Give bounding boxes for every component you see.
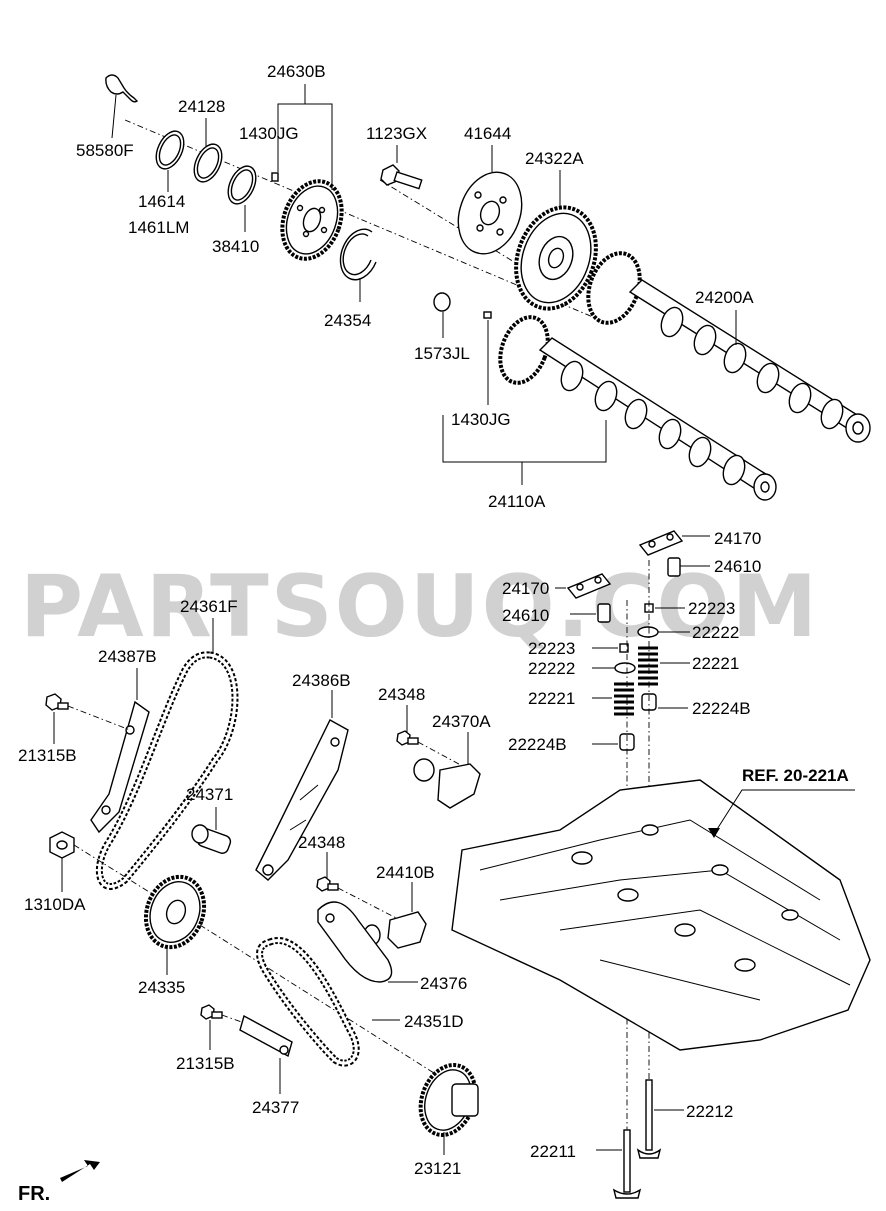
label-24348-b: 24348 [298, 833, 345, 852]
label-24170-b: 24170 [502, 579, 549, 598]
label-14614: 14614 [138, 192, 185, 211]
label-24351d: 24351D [404, 1012, 464, 1031]
label-23121: 23121 [414, 1159, 461, 1178]
label-22222-a: 22222 [692, 623, 739, 642]
label-24610-b: 24610 [502, 606, 549, 625]
label-38410: 38410 [212, 237, 259, 256]
pin-1430jg-top [271, 172, 279, 182]
label-22212: 22212 [686, 1102, 733, 1121]
label-1461lm: 1461LM [128, 218, 189, 237]
label-24610-a: 24610 [714, 557, 761, 576]
sprocket-24335 [143, 874, 207, 950]
retainer-22222-b [614, 662, 636, 674]
label-1430jg-mid: 1430JG [451, 410, 511, 429]
front-label: FR. [18, 1183, 50, 1205]
keeper-22223-b [619, 643, 629, 653]
bolt-24348-a [396, 730, 419, 746]
label-1573jl: 1573JL [414, 344, 470, 363]
label-21315b-a: 21315B [18, 746, 77, 765]
label-24128: 24128 [178, 97, 225, 116]
label-24377: 24377 [252, 1098, 299, 1117]
ring-38410 [227, 165, 257, 205]
cylinder-head [451, 779, 871, 1051]
pin-1430jg-mid [483, 311, 492, 319]
tensioner-24370a [413, 758, 481, 809]
label-22222-b: 22222 [528, 659, 575, 678]
plate-41644 [457, 171, 523, 255]
label-21315b-b: 21315B [176, 1054, 235, 1073]
valve-spring-22221-a [638, 646, 658, 686]
camshaft-24110a [498, 315, 777, 501]
clip-58580f [105, 74, 139, 103]
label-22224b-b: 22224B [508, 735, 567, 754]
label-22221-a: 22221 [692, 654, 739, 673]
label-1430jg-top: 1430JG [239, 124, 299, 143]
label-24322a: 24322A [525, 149, 584, 168]
label-22221-b: 22221 [528, 689, 575, 708]
label-1310da: 1310DA [24, 895, 86, 914]
label-24200a: 24200A [695, 288, 754, 307]
snap-ring-14614 [155, 130, 185, 170]
label-24376: 24376 [420, 974, 467, 993]
label-24170-a: 24170 [714, 529, 761, 548]
label-22223-a: 22223 [688, 599, 735, 618]
label-24386b: 24386B [292, 671, 351, 690]
bolt-21315b-b [200, 1004, 223, 1020]
label-24387b: 24387B [98, 647, 157, 666]
valve-spring-22221-b [614, 682, 634, 716]
retainer-22222-a [637, 626, 659, 638]
nut-1310da [49, 831, 75, 859]
chain-guide-24387b [90, 700, 150, 834]
camshaft-24200a [586, 251, 871, 443]
rocker-arm-24170-a [638, 530, 684, 556]
ring-24128 [193, 143, 223, 183]
watermark: PARTSOUQ.COM [20, 557, 819, 657]
reference-label: REF. 20-221A [742, 766, 849, 785]
label-22211: 22211 [530, 1142, 576, 1161]
front-arrow-icon [60, 1160, 100, 1182]
sprocket-23121 [418, 1063, 479, 1137]
chain-guide-24377 [239, 1014, 293, 1058]
tensioner-arm-24376 [317, 901, 393, 983]
label-24630b: 24630B [267, 62, 326, 81]
pin-24371 [191, 824, 232, 854]
ref-arrow-icon [708, 828, 720, 838]
bolt-21315b-a [45, 693, 69, 711]
rocker-arm-24170-b [566, 573, 612, 599]
chain-guide-24386b [255, 719, 349, 881]
label-24371: 24371 [186, 785, 233, 804]
label-24348-a: 24348 [378, 685, 425, 704]
valve-22211 [612, 1129, 642, 1199]
label-24410b: 24410B [376, 863, 435, 882]
label-58580f: 58580F [76, 141, 134, 160]
label-24354: 24354 [324, 311, 371, 330]
lash-adjuster-24610-b [597, 603, 611, 623]
label-24110a: 24110A [488, 492, 546, 511]
label-1123gx: 1123GX [366, 124, 427, 143]
label-24335: 24335 [138, 978, 185, 997]
valve-22212 [636, 1079, 662, 1159]
lash-adjuster-24610-a [667, 557, 681, 577]
cap-1573jl [433, 292, 451, 312]
label-22223-b: 22223 [528, 639, 575, 658]
sprocket-24630b [280, 179, 344, 261]
sprocket-24322a [514, 205, 598, 311]
label-24370a: 24370A [432, 712, 491, 731]
label-41644: 41644 [464, 124, 511, 143]
snap-ring-24354 [339, 228, 377, 281]
label-22224b-a: 22224B [692, 699, 751, 718]
timing-chain-24361f [95, 651, 239, 890]
label-24361f: 24361F [180, 597, 238, 616]
timing-chain-24351d [256, 936, 360, 1067]
bolt-24348-b [316, 876, 339, 892]
bolt-1123gx [380, 164, 423, 190]
